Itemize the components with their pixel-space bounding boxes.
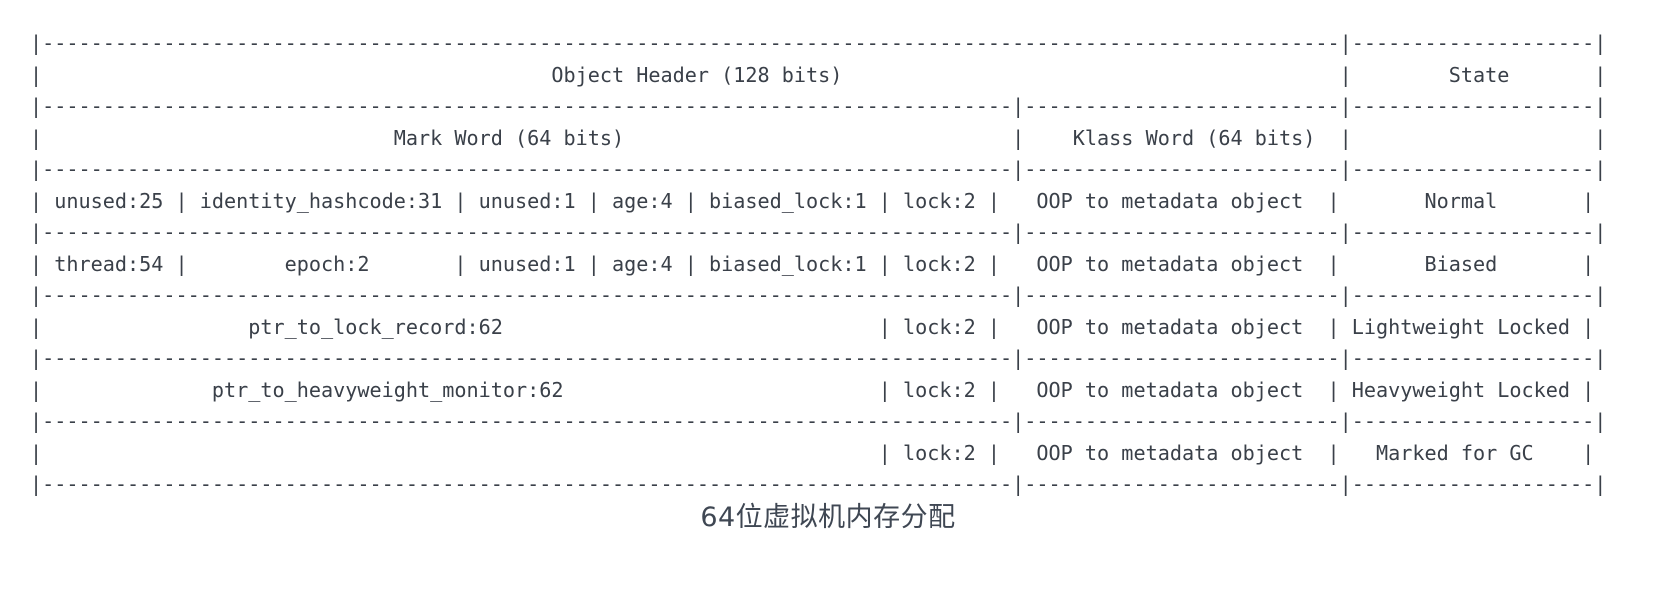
table-row-heavyweight-locked: | ptr_to_heavyweight_monitor:62 | lock:2… [30, 377, 1595, 402]
table-divider-1: |---------------------------------------… [30, 94, 1607, 119]
table-border-bottom: |---------------------------------------… [30, 472, 1607, 497]
table-divider-2: |---------------------------------------… [30, 157, 1607, 182]
table-row-biased: | thread:54 | epoch:2 | unused:1 | age:4… [30, 251, 1595, 276]
table-divider-3: |---------------------------------------… [30, 220, 1607, 245]
table-row-marked-for-gc: | | lock:2 | OOP to metadata object | Ma… [30, 440, 1595, 465]
table-header-object-header: | Object Header (128 bits) | State | [30, 62, 1607, 87]
table-border-top: |---------------------------------------… [30, 31, 1607, 56]
table-row-normal: | unused:25 | identity_hashcode:31 | unu… [30, 188, 1595, 213]
table-subheader-words: | Mark Word (64 bits) | Klass Word (64 b… [30, 125, 1607, 150]
table-divider-5: |---------------------------------------… [30, 346, 1607, 371]
object-header-layout-ascii-table: |---------------------------------------… [30, 28, 1606, 501]
diagram-caption: 64位虚拟机内存分配 [700, 502, 956, 533]
table-row-lightweight-locked: | ptr_to_lock_record:62 | lock:2 | OOP t… [30, 314, 1595, 339]
table-divider-6: |---------------------------------------… [30, 409, 1607, 434]
table-divider-4: |---------------------------------------… [30, 283, 1607, 308]
